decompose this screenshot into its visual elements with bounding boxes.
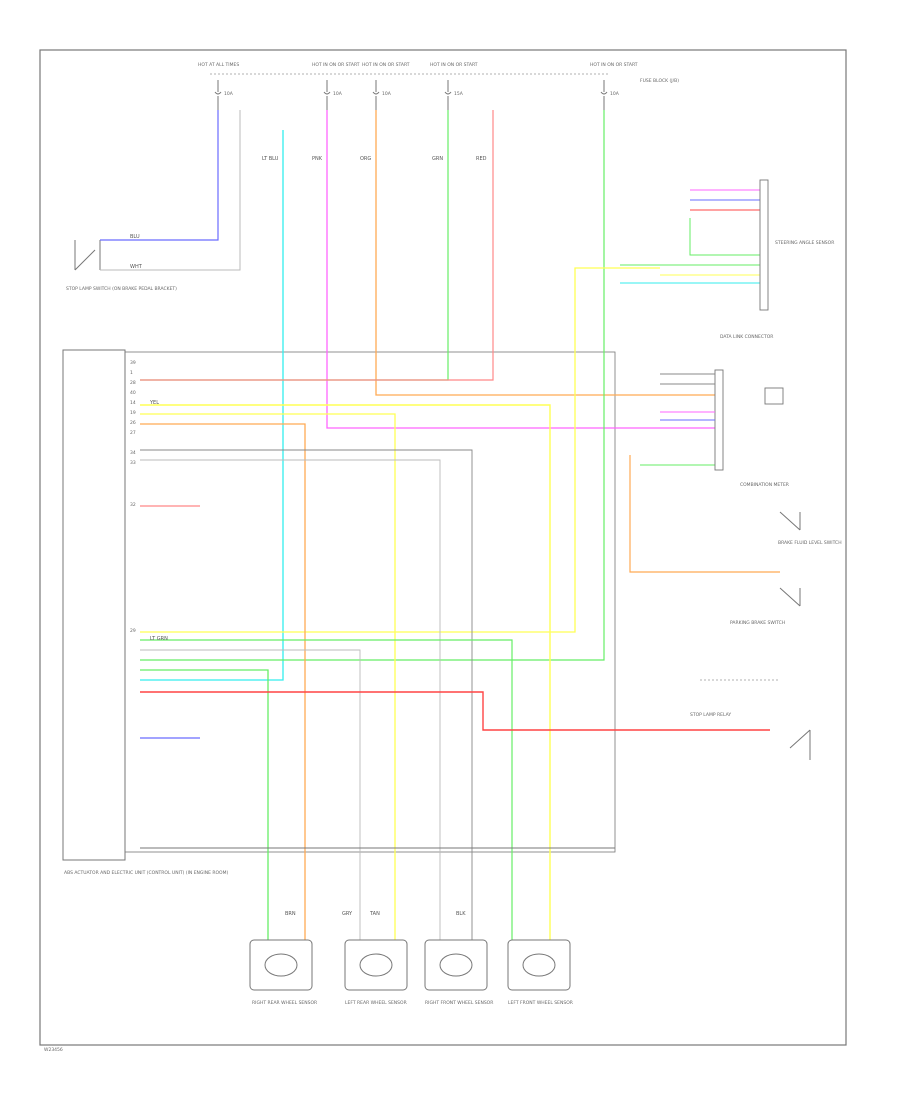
wire-orange: [375, 110, 715, 396]
wheel-sensor-rr: [249, 939, 313, 991]
wheel-sensor-label-lr: LEFT REAR WHEEL SENSOR: [345, 1000, 407, 1006]
dlc-icon: [764, 387, 784, 405]
wire-brown: [140, 423, 306, 940]
abs-pin-3: 28: [130, 380, 136, 386]
wire-green-top: [140, 110, 449, 381]
abs-pin-6: 19: [130, 410, 136, 416]
fuse-label-4: 15A: [454, 91, 464, 97]
abs-module-label: ABS ACTUATOR AND ELECTRIC UNIT (CONTROL …: [64, 870, 228, 876]
code-blu: BLU: [130, 234, 140, 240]
source-label-4: HOT IN ON OR START: [430, 62, 478, 68]
fuse-label-1: 10A: [224, 91, 234, 97]
fuse-5: [600, 80, 608, 110]
brake-fluid-switch-symbol: [779, 511, 801, 531]
wire-gray-1: [140, 449, 473, 940]
fuse-3: [372, 80, 380, 110]
wire-yellow-2: [140, 413, 396, 940]
abs-pin-1: 39: [130, 360, 136, 366]
code-org: ORG: [360, 156, 371, 162]
wheel-sensor-label-lf: LEFT FRONT WHEEL SENSOR: [508, 1000, 573, 1006]
abs-pin-2: 1: [130, 370, 133, 376]
abs-pin-8: 27: [130, 430, 136, 436]
diagram-id: W23456: [44, 1047, 63, 1053]
abs-pin-7: 26: [130, 420, 136, 426]
abs-module-box: [62, 349, 126, 861]
abs-module-outer: [124, 351, 616, 853]
wire-yellow-3: [140, 267, 660, 633]
code-yel: YEL: [149, 400, 159, 406]
abs-pin-5: 14: [130, 400, 136, 406]
wire-ltgreen-1: [140, 639, 513, 940]
code-pnk: PNK: [312, 156, 323, 162]
source-label-2: HOT IN ON OR START: [312, 62, 360, 68]
abs-pin-11: 32: [130, 502, 136, 508]
fuse-label-3: 10A: [382, 91, 392, 97]
abs-pin-9: 34: [130, 450, 136, 456]
abs-pin-12: 29: [130, 628, 136, 634]
steering-sensor-block: [759, 179, 769, 311]
wire-blue-stop: [100, 110, 219, 241]
wire-salmon: [140, 110, 494, 381]
wheel-sensor-lf: [507, 939, 571, 991]
wheel-sensor-label-rf: RIGHT FRONT WHEEL SENSOR: [425, 1000, 493, 1006]
wheel-sensor-rf: [424, 939, 488, 991]
wire-ltgreen-2: [140, 669, 269, 940]
fuse-2: [323, 80, 331, 110]
source-label-5: HOT IN ON OR START: [590, 62, 638, 68]
code-red: RED: [476, 156, 487, 162]
source-label-3: HOT IN ON OR START: [362, 62, 410, 68]
wire-pink: [326, 110, 715, 429]
stop-lamp-switch-label: STOP LAMP SWITCH (ON BRAKE PEDAL BRACKET…: [66, 286, 177, 292]
steering-sensor-label: STEERING ANGLE SENSOR: [775, 240, 834, 246]
wire-yellow-1: [140, 404, 551, 940]
code-wht: WHT: [130, 264, 143, 270]
code-ltblu: LT BLU: [262, 156, 279, 162]
wire-white-stop: [100, 110, 241, 271]
wire-cyan: [140, 130, 284, 681]
stop-lamp-relay-label: STOP LAMP RELAY: [690, 712, 731, 718]
code-tan: TAN: [369, 911, 380, 917]
code-brn: BRN: [285, 911, 296, 917]
wheel-sensor-label-rr: RIGHT REAR WHEEL SENSOR: [252, 1000, 317, 1006]
fuse-1: [214, 80, 222, 110]
combination-meter-label: COMBINATION METER: [740, 482, 789, 488]
wire-green-right: [140, 110, 605, 661]
code-blk: BLK: [456, 911, 466, 917]
wire-gray-3: [140, 649, 361, 940]
parking-brake-switch-symbol: [779, 587, 801, 607]
wire-gray-2: [140, 459, 441, 940]
abs-pin-4: 40: [130, 390, 136, 396]
abs-pin-10: 33: [130, 460, 136, 466]
data-link-label: DATA LINK CONNECTOR: [720, 334, 773, 340]
wire-red: [140, 691, 770, 731]
wheel-sensor-lr: [344, 939, 408, 991]
wire-right-orange: [629, 455, 780, 573]
brake-fluid-label: BRAKE FLUID LEVEL SWITCH: [778, 540, 842, 546]
wire-top-right-4: [689, 218, 760, 256]
parking-brake-label: PARKING BRAKE SWITCH: [730, 620, 785, 626]
fuse-4: [444, 80, 452, 110]
fuse-label-5: 10A: [610, 91, 620, 97]
source-label-1: HOT AT ALL TIMES: [198, 62, 239, 68]
code-gry: GRY: [342, 911, 353, 917]
fuse-group: [214, 80, 608, 110]
diagram-frame: [39, 49, 847, 1046]
stop-relay-switch-symbol: [789, 729, 811, 760]
code-grn: GRN: [432, 156, 443, 162]
abs-pin-column: 39 1 28 40 14 19 26 27 34 33 32 29: [130, 360, 136, 634]
fuse-block-note: FUSE BLOCK (J/B): [640, 78, 679, 84]
code-ltgrn: LT GRN: [150, 636, 168, 642]
stop-lamp-switch: [74, 240, 101, 271]
data-link-block: [714, 369, 724, 471]
fuse-label-2: 10A: [333, 91, 343, 97]
